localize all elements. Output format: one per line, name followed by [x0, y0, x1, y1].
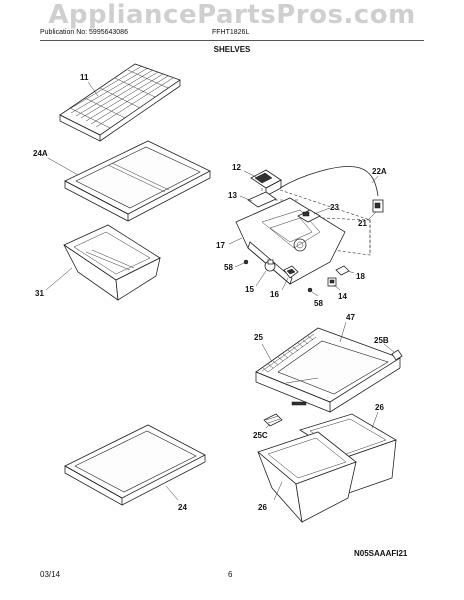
callout-18: 18 [356, 272, 365, 281]
leader-11 [87, 81, 99, 97]
wire-shelf [59, 63, 181, 142]
callout-25c: 25C [253, 431, 268, 440]
crisper-cover [64, 140, 211, 222]
watermark: AppliancePartsPros.com [48, 0, 416, 30]
publication-number: Publication No: 5995643086 [40, 29, 128, 36]
callout-16: 16 [270, 290, 279, 299]
callout-58-left: 58 [224, 263, 233, 272]
crisper-drawers-right [257, 413, 397, 524]
callout-24: 24 [178, 503, 187, 512]
leader-31 [45, 267, 73, 291]
shelf-leaders [261, 321, 395, 429]
callout-14: 14 [338, 292, 347, 301]
glass-shelf-lower [64, 424, 206, 506]
callout-17: 17 [216, 241, 225, 250]
page-number: 6 [228, 570, 233, 579]
callout-15: 15 [245, 285, 254, 294]
assembly-leaders [228, 170, 379, 297]
callout-12: 12 [232, 163, 241, 172]
glass-shelf-assembly [255, 327, 403, 427]
header-rule [40, 40, 424, 41]
drawer-leaders [273, 411, 379, 501]
callout-23: 23 [330, 203, 339, 212]
callout-31: 31 [35, 289, 44, 298]
callout-25b: 25B [374, 336, 389, 345]
model-number: FFHT1826L [212, 29, 250, 36]
footer-date: 03/14 [40, 570, 61, 579]
section-title: SHELVES [213, 45, 251, 54]
callout-24a: 24A [33, 149, 48, 158]
callout-11: 11 [80, 73, 89, 82]
leader-24a [47, 157, 79, 176]
diagram-code: N05SAAAFI21 [354, 549, 408, 558]
crisper-drawer-left [63, 224, 161, 301]
callout-26-upper: 26 [375, 403, 384, 412]
leader-24 [165, 485, 179, 501]
callout-25: 25 [254, 333, 263, 342]
callout-47: 47 [346, 313, 355, 322]
callout-26-lower: 26 [258, 503, 267, 512]
callout-22a: 22A [372, 167, 387, 176]
light-control-assembly [235, 166, 384, 293]
callout-13: 13 [228, 191, 237, 200]
callout-58-right: 58 [314, 299, 323, 308]
callout-21: 21 [358, 219, 367, 228]
